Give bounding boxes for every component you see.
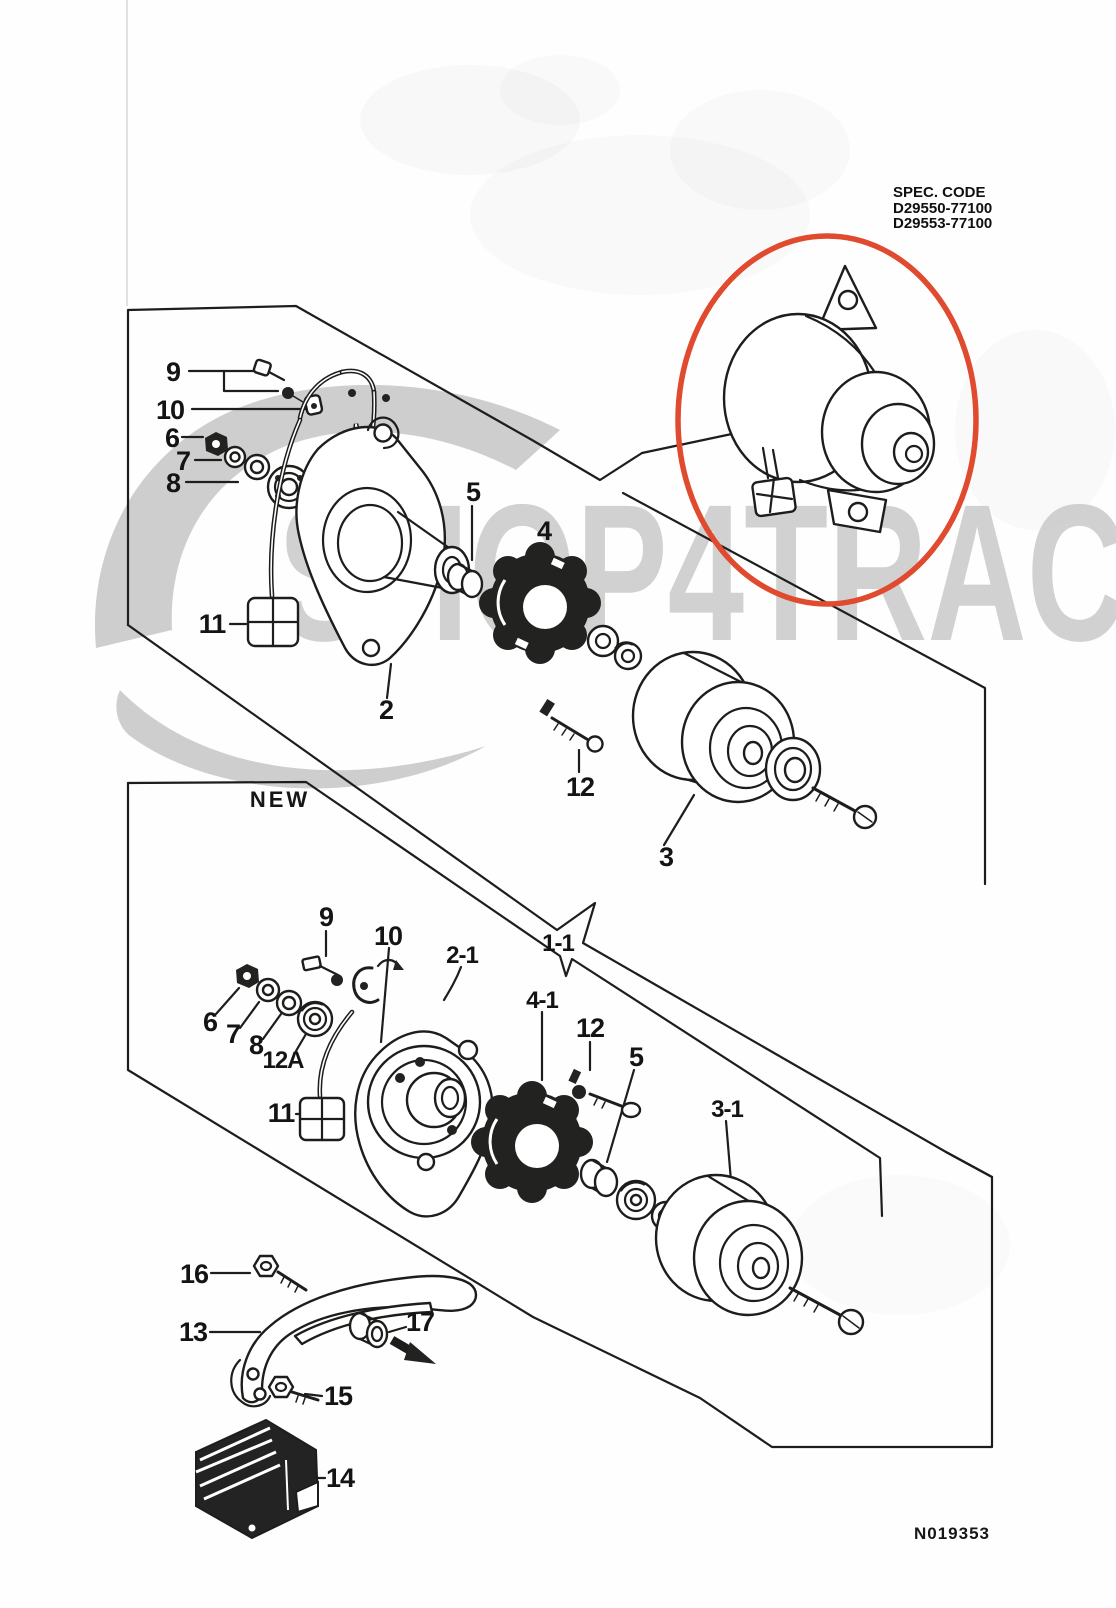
callout-12-new-label: 12 (576, 1013, 604, 1043)
callout-5-new-label: 5 (629, 1042, 644, 1072)
lock-washer-part-7 (223, 445, 247, 469)
callout-7-new-label: 7 (226, 1019, 240, 1049)
bushing-part-17 (348, 1311, 389, 1349)
assembled-alternator-unit (675, 233, 979, 607)
bearing-part-12a (296, 1000, 334, 1038)
old-panel-right-border (621, 491, 987, 886)
drive-end-frame-part-2 (295, 416, 471, 667)
callout-13-label: 13 (179, 1317, 208, 1347)
plain-washer-part-8 (243, 453, 271, 481)
adjusting-bolt-part-9 (252, 358, 304, 403)
pulley-nut-part-6 (205, 432, 228, 456)
brush-spring-part-10 (352, 958, 404, 1004)
scan-ghost-artifacts (126, 0, 1115, 530)
mounting-parts-group: 16 13 17 15 14 (179, 1254, 478, 1540)
callout-3-label: 3 (659, 842, 674, 872)
callout-9-new-label: 9 (319, 902, 334, 932)
callout-4-1-label: 4-1 (526, 987, 558, 1014)
callout-10-new-label: 10 (374, 921, 402, 951)
drive-end-frame-part-2-1 (354, 1030, 494, 1218)
stator-part-4 (479, 542, 601, 664)
bolt-part-16 (252, 1254, 308, 1293)
divider-band-upper (126, 623, 994, 1179)
callout-11-label: 11 (199, 609, 227, 639)
callout-11-new-label: 11 (268, 1098, 296, 1128)
alternator-connector (751, 446, 797, 518)
connector-part-11 (246, 417, 303, 648)
old-panel-top-border (126, 304, 644, 627)
callout-2-1-label: 2-1 (446, 942, 478, 969)
pulley-part-3 (631, 650, 878, 830)
callout-4-label: 4 (537, 516, 552, 546)
pulley-part-3-1 (654, 1173, 865, 1336)
new-panel-border (126, 781, 994, 1449)
divider-band-lower (126, 780, 884, 1218)
callout-9-label: 9 (166, 357, 181, 387)
callout-10-label: 10 (156, 395, 184, 425)
callout-8-label: 8 (166, 468, 181, 498)
callout-16-label: 16 (180, 1259, 209, 1289)
spec-code-block: SPEC. CODE D29550-77100 D29553-77100 (893, 184, 992, 232)
callout-5-label: 5 (466, 477, 481, 507)
new-badge: NEW (250, 787, 310, 812)
screw-part-9-new (301, 955, 343, 986)
old-version-exploded-view: 9 10 6 7 8 11 2 5 4 12 3 (156, 357, 878, 872)
voltage-regulator-part-14 (195, 1418, 320, 1540)
callout-8-new-label: 8 (249, 1030, 264, 1060)
spec-code-line-2: D29553-77100 (893, 215, 992, 232)
callout-14-label: 14 (326, 1463, 355, 1493)
callout-3-1-label: 3-1 (711, 1096, 743, 1123)
bolt-part-15 (267, 1375, 320, 1405)
callout-6-label: 6 (165, 423, 180, 453)
callout-15-label: 15 (324, 1381, 353, 1411)
callout-2-label: 2 (379, 695, 393, 725)
lock-washer-part-7-new (255, 977, 281, 1003)
through-bolt-part-12 (539, 698, 604, 753)
adjusting-bar-part-13 (230, 1274, 478, 1408)
callout-12-label: 12 (566, 772, 594, 802)
spacer-part-5 (446, 562, 484, 599)
callout-12a-label: 12A (262, 1047, 304, 1074)
drawing-number: N019353 (914, 1524, 990, 1543)
nut-part-6-new (236, 964, 259, 988)
stator-part-4-1 (471, 1081, 593, 1203)
pulley-bolt (811, 786, 859, 814)
rear-bearing-set (586, 624, 643, 671)
callout-1-1-label: 1-1 (542, 930, 574, 957)
new-version-exploded-view: NEW 1-1 (203, 787, 865, 1336)
connector-part-11-new (298, 1009, 355, 1142)
direction-arrow-icon (389, 1336, 436, 1364)
highlight-circle (675, 233, 979, 607)
watermark-swoosh-tail-icon (116, 690, 486, 789)
new-leader-lines (214, 929, 733, 1183)
callout-6-new-label: 6 (203, 1007, 218, 1037)
through-bolt-part-12-new (568, 1068, 642, 1119)
pulley-bolt-new (788, 1286, 844, 1318)
callout-17-label: 17 (406, 1307, 434, 1337)
spec-code-line-1: D29550-77100 (893, 200, 992, 217)
washer-part-8-new (275, 989, 303, 1017)
callout-7-label: 7 (176, 446, 190, 476)
spec-code-title: SPEC. CODE (893, 184, 986, 201)
